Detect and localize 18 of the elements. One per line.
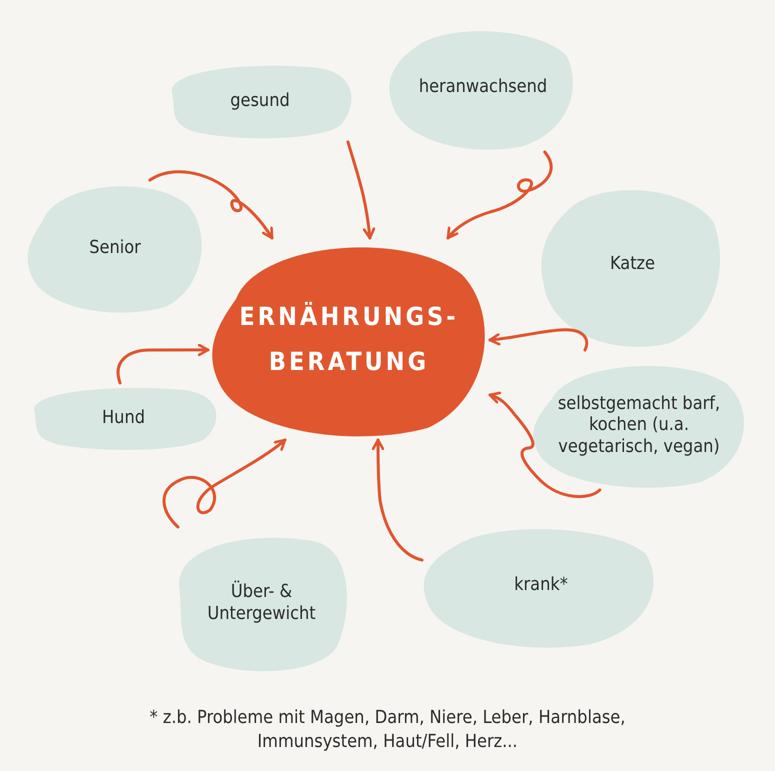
curly-arrow bbox=[116, 344, 210, 384]
node-label: Hund bbox=[102, 407, 145, 429]
curly-arrow bbox=[148, 170, 274, 240]
curly-arrow bbox=[162, 438, 286, 528]
footnote: * z.b. Probleme mit Magen, Darm, Niere, Leber, Harnblase, Immunsystem, Haut/Fell, Herz... bbox=[148, 706, 626, 754]
curly-arrow bbox=[488, 328, 588, 352]
curly-arrow bbox=[446, 150, 553, 240]
node-label: selbstgemacht barf, kochen (u.a. vegetarisch, vegan) bbox=[556, 392, 722, 458]
curly-arrow bbox=[372, 438, 424, 562]
node-label: krank* bbox=[514, 574, 568, 596]
node-label: Senior bbox=[89, 236, 141, 258]
node-label: Über- & Untergewicht bbox=[206, 580, 317, 624]
node-label: gesund bbox=[230, 90, 290, 112]
node-label: Katze bbox=[610, 253, 656, 275]
curly-arrow bbox=[346, 140, 376, 240]
curly-arrow bbox=[488, 392, 602, 498]
node-label: ERNÄHRUNGS- BERATUNG bbox=[238, 300, 460, 378]
node-label: heranwachsend bbox=[418, 76, 548, 98]
